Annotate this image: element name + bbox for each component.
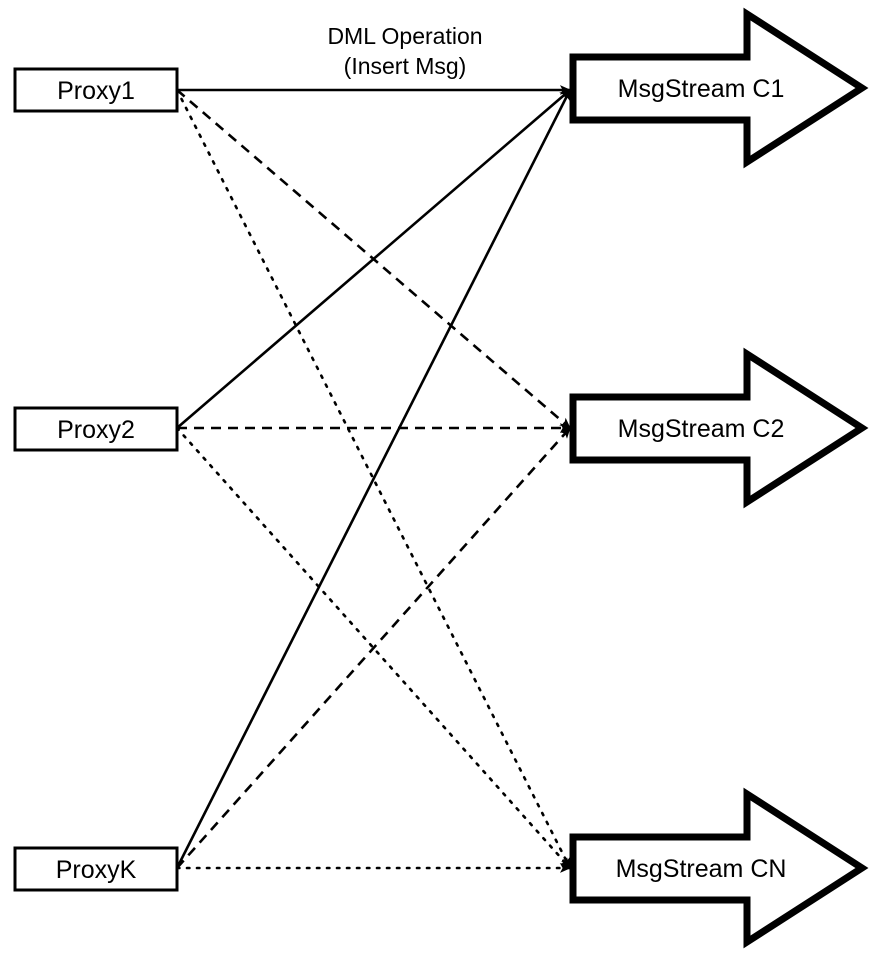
stream-arrow-cn[interactable]: MsgStream CN: [569, 787, 869, 949]
link-group: [175, 85, 572, 873]
edge-label-line2: (Insert Msg): [344, 53, 467, 79]
stream-arrow-label: MsgStream CN: [616, 855, 787, 883]
block-arrow-icon: [569, 347, 869, 509]
proxy-box-label: Proxy2: [57, 416, 135, 444]
stream-arrow-label: MsgStream C1: [618, 75, 785, 103]
proxy-box-label: ProxyK: [56, 856, 137, 884]
proxy-group: Proxy1 Proxy2 ProxyK: [13, 67, 179, 892]
proxy-box-rect: [13, 406, 179, 452]
proxy-box-rect: [13, 67, 179, 113]
stream-arrow-c1[interactable]: MsgStream C1: [569, 7, 869, 169]
edge-label-dml-operation: DML Operation (Insert Msg): [327, 23, 482, 79]
proxy-box-proxyk[interactable]: ProxyK: [13, 846, 179, 892]
stream-arrow-label: MsgStream C2: [618, 415, 785, 443]
proxy-box-label: Proxy1: [57, 77, 135, 105]
link-proxyk-to-c1[interactable]: [175, 89, 572, 869]
link-proxy2-to-c1[interactable]: [176, 89, 571, 429]
proxy-box-proxy1[interactable]: Proxy1: [13, 67, 179, 113]
stream-group: MsgStream C1 MsgStream C2 MsgStream CN: [569, 7, 869, 949]
link-proxy2-to-cn[interactable]: [175, 426, 572, 870]
proxy-box-rect: [13, 846, 179, 892]
stream-arrow-c2[interactable]: MsgStream C2: [569, 347, 869, 509]
edge-label-line1: DML Operation: [327, 23, 482, 49]
block-arrow-icon: [569, 7, 869, 169]
proxy-box-proxy2[interactable]: Proxy2: [13, 406, 179, 452]
block-arrow-icon: [569, 787, 869, 949]
link-proxyk-to-c2[interactable]: [176, 427, 571, 869]
